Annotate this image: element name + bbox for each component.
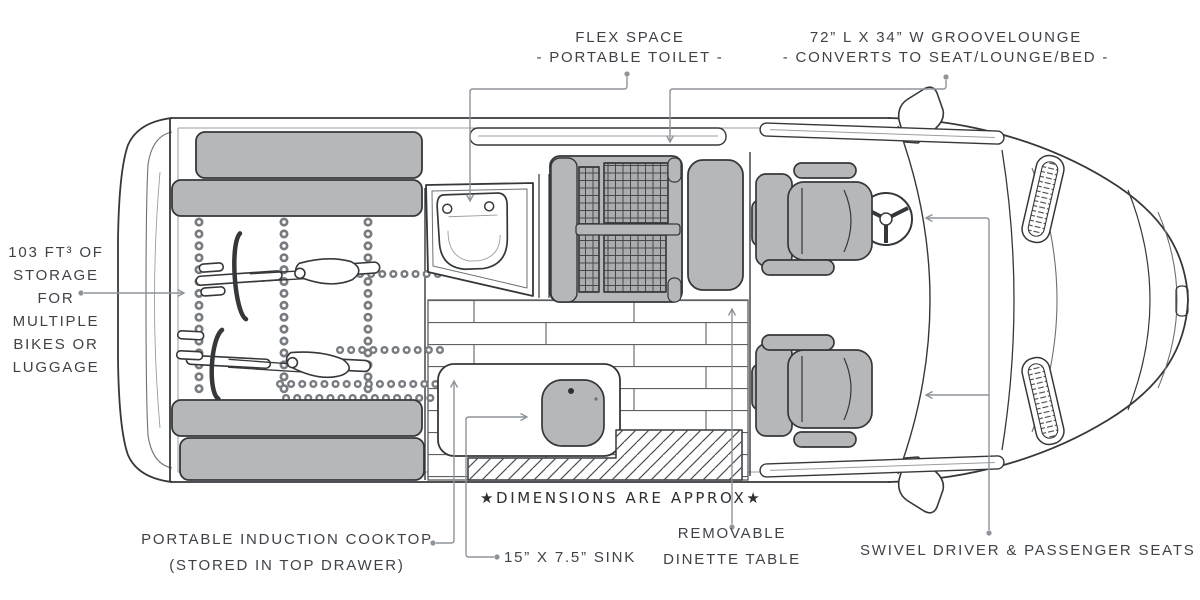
lounge-left-bolster bbox=[550, 157, 578, 303]
driver-seat bbox=[751, 162, 873, 276]
dinette-table bbox=[687, 159, 744, 291]
leader-seats-driver bbox=[924, 213, 990, 530]
front-badge bbox=[1175, 285, 1189, 317]
groovelounge-line2: - CONVERTS TO SEAT/LOUNGE/BED - bbox=[782, 49, 1110, 66]
entry-step-mat bbox=[467, 429, 743, 481]
label-dinette: REMOVABLE DINETTE TABLE bbox=[663, 525, 801, 568]
bed-cushions bbox=[171, 131, 425, 481]
lounge-mid-rail bbox=[575, 223, 681, 236]
passenger-seat bbox=[751, 334, 873, 448]
rear-bumper bbox=[117, 117, 173, 483]
leader-cooktop bbox=[436, 379, 459, 544]
label-sink: 15” X 7.5” SINK bbox=[504, 549, 637, 566]
bike-2 bbox=[175, 327, 372, 402]
front-bumper bbox=[1157, 211, 1178, 389]
hood-vent-bottom bbox=[1021, 356, 1065, 446]
label-storage: 103 FT³ OF STORAGE FOR MULTIPLE BIKES OR… bbox=[8, 244, 104, 376]
cushion-top-2 bbox=[171, 179, 423, 217]
cushion-bottom-2 bbox=[179, 437, 425, 481]
label-flex-space: FLEX SPACE - PORTABLE TOILET - bbox=[500, 28, 760, 68]
kitchen-counter bbox=[437, 363, 621, 457]
windshield bbox=[1001, 149, 1015, 451]
label-cooktop: PORTABLE INDUCTION COOKTOP (STORED IN TO… bbox=[141, 531, 433, 574]
leader-groovelounge bbox=[665, 80, 947, 144]
groovelounge-seat bbox=[549, 155, 683, 303]
side-rail-bottom bbox=[759, 455, 1005, 478]
cab-bulkhead-arc bbox=[897, 125, 931, 475]
sink bbox=[541, 379, 605, 447]
hood-vent-top bbox=[1021, 154, 1065, 244]
leader-flex-space bbox=[465, 77, 628, 203]
front-grille-arc bbox=[1127, 189, 1151, 411]
flex-space-line2: - PORTABLE TOILET - bbox=[536, 49, 724, 66]
bike-1 bbox=[195, 231, 381, 322]
leader-lines bbox=[78, 71, 992, 560]
leader-sink bbox=[465, 412, 529, 558]
label-swivel-seats: SWIVEL DRIVER & PASSENGER SEATS bbox=[860, 542, 1196, 559]
label-dimensions-note: ★DIMENSIONS ARE APPROX★ bbox=[480, 489, 763, 507]
cushion-top-1 bbox=[195, 131, 423, 179]
flex-space-line1: FLEX SPACE bbox=[575, 29, 685, 46]
groovelounge-line1: 72” L X 34” W GROOVELOUNGE bbox=[809, 29, 1083, 46]
portable-toilet bbox=[436, 192, 509, 271]
label-groovelounge: 72” L X 34” W GROOVELOUNGE - CONVERTS TO… bbox=[780, 28, 1112, 68]
sink-drain bbox=[568, 388, 574, 394]
lounge-grid-panels bbox=[578, 162, 669, 293]
side-rail-top bbox=[759, 122, 1005, 145]
partition-panel bbox=[538, 174, 550, 298]
cushion-bottom-1 bbox=[171, 399, 423, 437]
cargo-body bbox=[169, 117, 890, 483]
van-body-outline bbox=[117, 117, 1189, 483]
door-track-rail bbox=[469, 127, 727, 146]
